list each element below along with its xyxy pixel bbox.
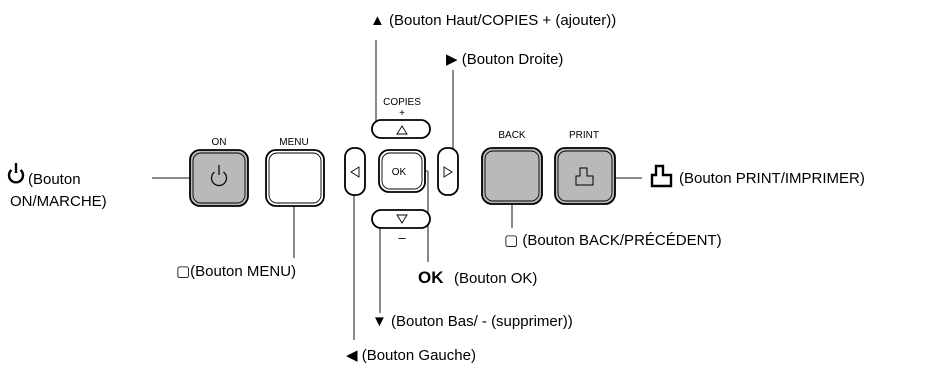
on-callout: (Bouton ON/MARCHE)	[7, 163, 107, 210]
print-icon	[575, 167, 594, 186]
triangle-right-icon	[443, 166, 453, 178]
down-button[interactable]	[371, 209, 431, 229]
back-button[interactable]: BACK	[481, 130, 543, 205]
right-callout: ▶ (Bouton Droite)	[446, 51, 563, 68]
up-button[interactable]	[371, 119, 431, 139]
left-button[interactable]	[344, 147, 366, 196]
copies-label: COPIES	[383, 97, 421, 108]
back-callout: ▢ (Bouton BACK/PRÉCÉDENT)	[504, 232, 722, 249]
menu-button-label: MENU	[279, 137, 308, 148]
print-callout: (Bouton PRINT/IMPRIMER)	[650, 164, 865, 188]
copies-plus-label: +	[399, 108, 405, 119]
menu-callout: ▢(Bouton MENU)	[176, 263, 296, 280]
print-icon	[650, 164, 673, 188]
on-button-label: ON	[212, 137, 227, 148]
back-button-label: BACK	[498, 130, 526, 141]
print-button-label: PRINT	[569, 130, 599, 141]
ok-callout: OK (Bouton OK)	[418, 268, 537, 287]
right-button[interactable]	[437, 147, 459, 196]
left-callout: ◀ (Bouton Gauche)	[346, 347, 476, 364]
triangle-left-icon	[350, 166, 360, 178]
down-callout: ▼ (Bouton Bas/ - (supprimer))	[372, 313, 573, 330]
triangle-up-icon	[396, 125, 408, 135]
ok-button-face-label: OK	[392, 167, 407, 178]
power-icon	[7, 163, 25, 184]
ok-button[interactable]: OK	[378, 149, 426, 193]
on-callout-line2: ON/MARCHE)	[10, 193, 107, 210]
triangle-down-icon	[396, 214, 408, 224]
on-button[interactable]: ON	[189, 137, 249, 207]
up-callout: ▲ (Bouton Haut/COPIES + (ajouter))	[370, 12, 616, 29]
print-callout-text: (Bouton PRINT/IMPRIMER)	[679, 170, 865, 187]
minus-label: –	[398, 230, 406, 245]
menu-button[interactable]: MENU	[265, 137, 325, 207]
ok-callout-text: (Bouton OK)	[454, 270, 537, 287]
on-callout-line1: (Bouton	[28, 171, 81, 188]
power-icon	[210, 165, 228, 187]
print-button[interactable]: PRINT	[554, 130, 616, 205]
ok-callout-symbol: OK	[418, 268, 444, 287]
